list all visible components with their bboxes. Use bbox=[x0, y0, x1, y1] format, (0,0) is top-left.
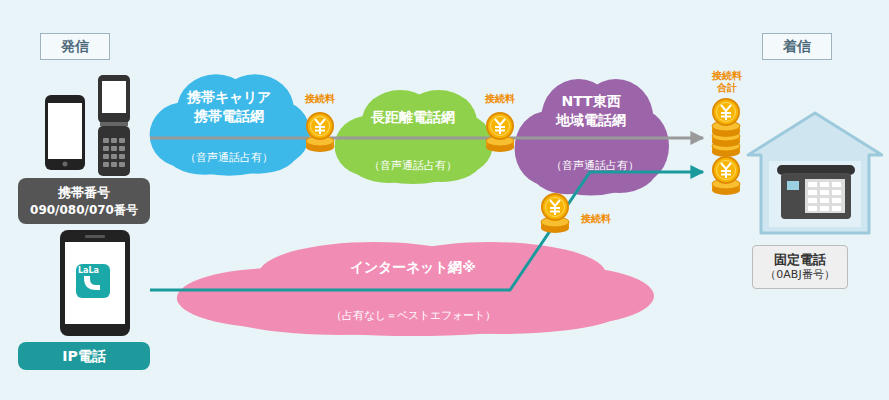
coin-pair bbox=[712, 157, 740, 195]
smartphone bbox=[18, 228, 150, 340]
cloud-shape bbox=[172, 238, 654, 338]
node-title: 発信 bbox=[61, 37, 89, 56]
cloud-text-area: インターネット網※ （占有なし＝ベストエフォート） bbox=[172, 238, 654, 338]
coin-pair bbox=[306, 113, 334, 152]
node-title: NTT東西 地域電話網 bbox=[551, 92, 631, 130]
fee-label: 接続料 bbox=[480, 93, 520, 105]
fee-label: 接続料 bbox=[300, 93, 340, 105]
house-with-phone bbox=[703, 105, 883, 240]
label-box: 着信 bbox=[762, 33, 832, 60]
fee-label: 接続料 bbox=[574, 213, 618, 225]
call-path bbox=[150, 137, 703, 140]
node-title: 固定電話 bbox=[774, 251, 826, 269]
caption-box: 固定電話（0ABJ番号） bbox=[752, 245, 848, 289]
node-subtext: （0ABJ番号） bbox=[765, 268, 834, 283]
node-title: インターネット網※ bbox=[350, 258, 476, 277]
node-title: 携帯キャリア 携帯電話網 bbox=[183, 88, 275, 126]
caption-box: IP電話 bbox=[18, 342, 150, 370]
network-cloud: 携帯キャリア 携帯電話網 （音声通話占有） bbox=[148, 70, 310, 178]
network-cloud: NTT東西 地域電話網 （音声通話占有） bbox=[513, 74, 669, 198]
node-title: IP電話 bbox=[62, 347, 105, 366]
network-cloud: インターネット網※ （占有なし＝ベストエフォート） bbox=[172, 238, 654, 338]
node-title: 長距離電話網 bbox=[371, 108, 455, 127]
node-subtext: （占有なし＝ベストエフォート） bbox=[331, 309, 496, 324]
fee-label: 接続料 合計 bbox=[704, 70, 750, 94]
network-cloud: 長距離電話網 （音声通話占有） bbox=[333, 86, 493, 186]
house-node: 固定電話（0ABJ番号） bbox=[703, 105, 883, 290]
coin-pair bbox=[541, 194, 569, 233]
node-subtext: （音声通話占有） bbox=[551, 159, 631, 174]
cloud-text-area: 長距離電話網 （音声通話占有） bbox=[333, 86, 493, 186]
phone-node: 携帯番号090/080/070番号 bbox=[18, 72, 150, 224]
coin-stack bbox=[712, 99, 740, 157]
caption-box: 携帯番号090/080/070番号 bbox=[18, 178, 150, 224]
cloud-text-area: 携帯キャリア 携帯電話網 （音声通話占有） bbox=[148, 70, 310, 178]
node-subtext: （音声通話占有） bbox=[369, 159, 457, 174]
cloud-shape bbox=[513, 74, 669, 198]
node-title: 携帯番号 bbox=[58, 184, 110, 202]
app-icon-label: LaLa bbox=[78, 266, 108, 276]
node-subtext: （音声通話占有） bbox=[185, 151, 273, 166]
cloud-text-area: NTT東西 地域電話網 （音声通話占有） bbox=[513, 74, 669, 198]
call-path bbox=[150, 172, 703, 290]
mobile-phones bbox=[18, 72, 150, 178]
node-title: 着信 bbox=[783, 37, 811, 56]
label-box: 発信 bbox=[40, 33, 110, 60]
node-subtext: 090/080/070番号 bbox=[30, 202, 138, 218]
phone-node: IP電話 bbox=[18, 228, 150, 370]
